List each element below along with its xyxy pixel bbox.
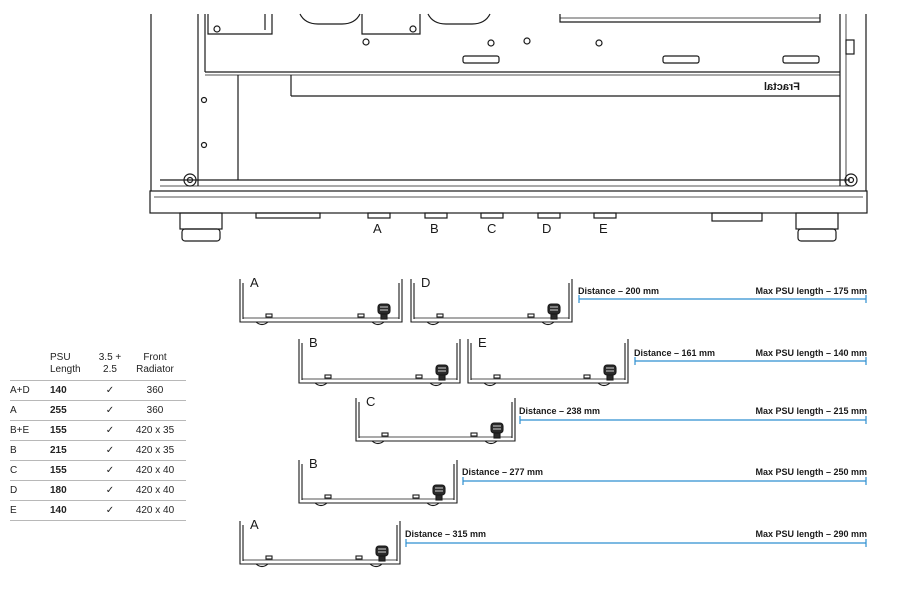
psu-bracket: D (410, 275, 573, 326)
row-radiator: 420 x 40 (124, 460, 186, 481)
row-drive-check: ✓ (96, 420, 124, 441)
max-psu-label-3: Max PSU length – 215 mm (755, 406, 867, 416)
header-radiator-line2: Radiator (136, 364, 174, 375)
psu-bracket: E (467, 335, 629, 387)
header-psu-length-line2: Length (50, 364, 81, 375)
row-position: D (10, 480, 50, 501)
dimension-row-2: Distance – 161 mm Max PSU length – 140 m… (634, 348, 867, 365)
table-header-row: PSU Length 3.5 + 2.5 Front Radiator (10, 352, 186, 381)
case-cross-section (149, 13, 868, 242)
row-radiator: 420 x 35 (124, 440, 186, 461)
row-position: A (10, 400, 50, 421)
case-brand-mark: Fractal (764, 81, 800, 93)
case-label-b: B (430, 221, 439, 236)
row-radiator: 360 (124, 380, 186, 401)
case-label-a: A (373, 221, 382, 236)
row-position: E (10, 500, 50, 521)
row-drive-check: ✓ (96, 480, 124, 501)
bracket-label: D (421, 275, 430, 290)
row-radiator: 420 x 35 (124, 420, 186, 441)
distance-label-2: Distance – 161 mm (634, 348, 715, 358)
case-label-d: D (542, 221, 551, 236)
case-label-c: C (487, 221, 496, 236)
row-position: A+D (10, 380, 50, 401)
row-position: B+E (10, 420, 50, 441)
case-position-labels: A B C D E (373, 221, 608, 236)
row-drive-check: ✓ (96, 380, 124, 401)
max-psu-label-2: Max PSU length – 140 mm (755, 348, 867, 358)
row-radiator: 360 (124, 400, 186, 421)
distance-label-1: Distance – 200 mm (578, 286, 659, 296)
row-radiator: 420 x 40 (124, 480, 186, 501)
case-label-e: E (599, 221, 608, 236)
row-position: B (10, 440, 50, 461)
bracket-label: A (250, 275, 259, 290)
row-psu-length: 255 (50, 400, 96, 421)
header-radiator-line1: Front (143, 352, 167, 363)
max-psu-label-5: Max PSU length – 290 mm (755, 529, 867, 539)
bracket-label: A (250, 517, 259, 532)
row-psu-length: 215 (50, 440, 96, 461)
row-drive-check: ✓ (96, 400, 124, 421)
max-psu-label-4: Max PSU length – 250 mm (755, 467, 867, 477)
psu-bracket: B (298, 335, 461, 387)
max-psu-label-1: Max PSU length – 175 mm (755, 286, 867, 296)
header-psu-length-line1: PSU (50, 352, 71, 363)
row-radiator: 420 x 40 (124, 500, 186, 521)
header-radiator: Front Radiator (124, 352, 186, 381)
header-position (10, 352, 50, 381)
row-psu-length: 155 (50, 460, 96, 481)
dimension-row-1: Distance – 200 mm Max PSU length – 175 m… (578, 286, 867, 303)
row-psu-length: 155 (50, 420, 96, 441)
bracket-label: B (309, 335, 318, 350)
header-drive-line1: 3.5 + (98, 352, 122, 363)
header-psu-length: PSU Length (50, 352, 96, 381)
psu-bracket: A (239, 275, 403, 326)
header-drive-line2: 2.5 (103, 364, 117, 375)
bracket-label: B (309, 456, 318, 471)
distance-label-5: Distance – 315 mm (405, 529, 486, 539)
row-psu-length: 140 (50, 380, 96, 401)
row-drive-check: ✓ (96, 440, 124, 461)
psu-bracket: C (355, 394, 516, 445)
header-drive: 3.5 + 2.5 (96, 352, 124, 381)
bracket-label: C (366, 394, 375, 409)
distance-label-3: Distance – 238 mm (519, 406, 600, 416)
psu-bracket: A (239, 517, 401, 568)
dimension-row-4: Distance – 277 mm Max PSU length – 250 m… (462, 467, 867, 485)
distance-label-4: Distance – 277 mm (462, 467, 543, 477)
row-drive-check: ✓ (96, 500, 124, 521)
psu-brackets: A D B E C B A (239, 275, 629, 568)
row-psu-length: 180 (50, 480, 96, 501)
dimension-row-5: Distance – 315 mm Max PSU length – 290 m… (405, 529, 867, 547)
bracket-label: E (478, 335, 487, 350)
dimension-row-3: Distance – 238 mm Max PSU length – 215 m… (519, 406, 867, 424)
row-psu-length: 140 (50, 500, 96, 521)
row-drive-check: ✓ (96, 460, 124, 481)
row-position: C (10, 460, 50, 481)
psu-bracket: B (298, 456, 458, 507)
